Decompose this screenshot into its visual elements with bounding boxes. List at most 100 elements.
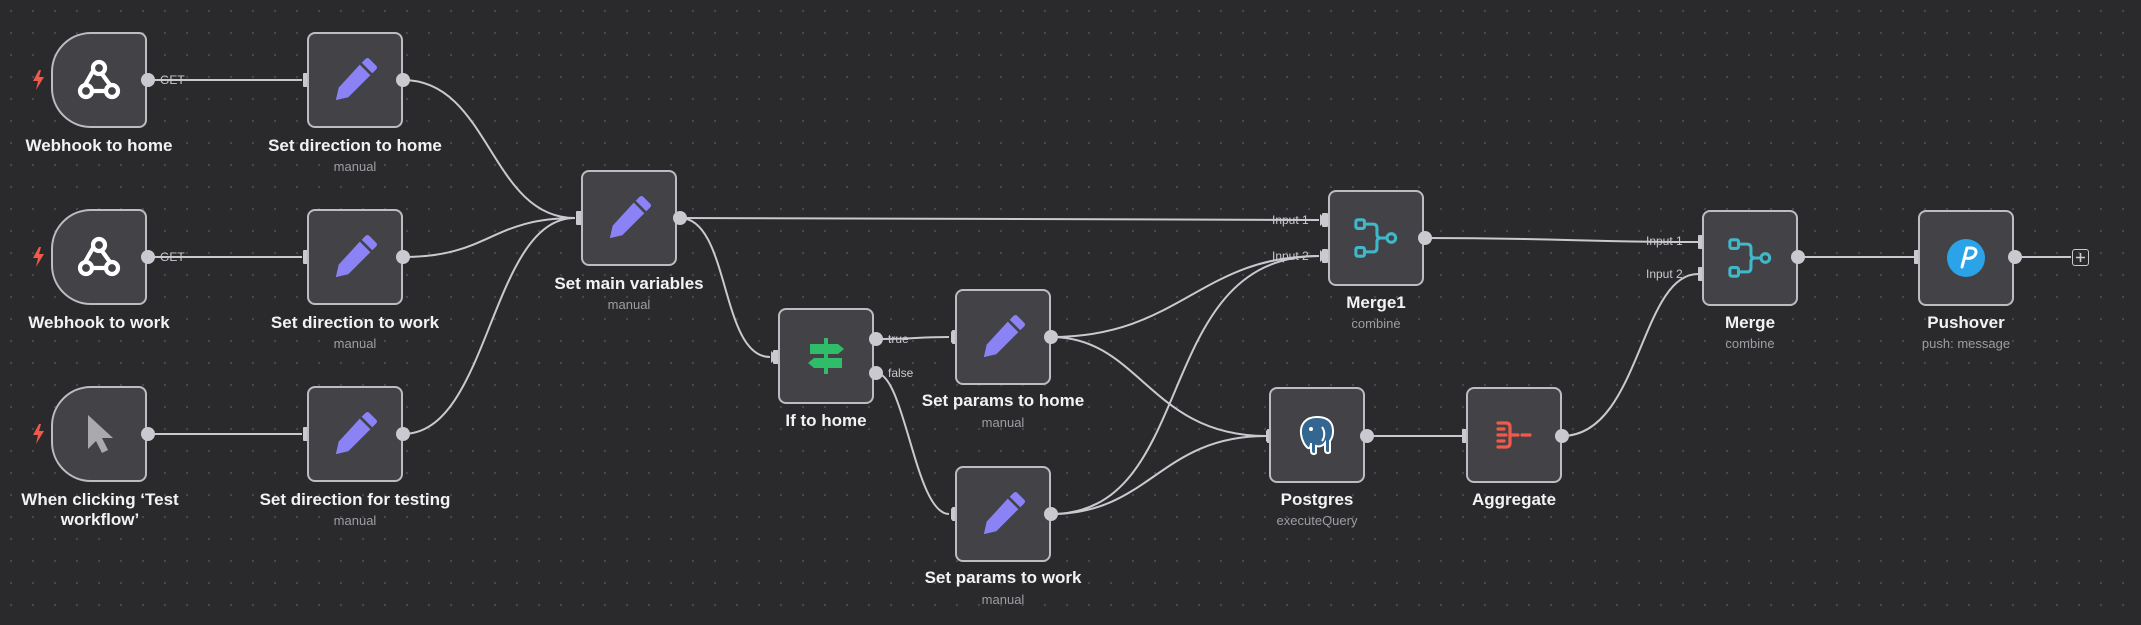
node-title: Set params to home (921, 391, 1085, 410)
node-title: Merge (1724, 313, 1776, 332)
output-label-get: GET (160, 250, 185, 264)
node-title: Set direction to work (270, 313, 440, 332)
node-subtitle: manual (981, 415, 1025, 430)
output-handle[interactable] (396, 73, 410, 87)
aggregate-icon (1496, 421, 1532, 449)
connection-if-false-to-set-params-work[interactable] (875, 372, 950, 515)
input-handle[interactable] (303, 427, 309, 441)
node-subtitle: manual (607, 297, 651, 312)
connection-aggregate-to-merge-input2[interactable] (1561, 273, 1699, 437)
node-if-to-home[interactable] (778, 308, 874, 404)
node-subtitle: manual (333, 513, 377, 528)
input-label-1: Input 1 (1272, 213, 1309, 227)
input-handle[interactable] (1914, 250, 1920, 264)
pencil-icon (335, 234, 378, 278)
cursor-icon (88, 415, 113, 453)
input-handle[interactable] (303, 250, 309, 264)
node-title: Set direction for testing (259, 490, 451, 509)
node-subtitle: combine (1725, 336, 1775, 351)
node-webhook-to-home[interactable] (51, 32, 147, 128)
pencil-icon (983, 314, 1026, 358)
node-set-params-to-work[interactable] (955, 466, 1051, 562)
output-handle[interactable] (1555, 429, 1569, 443)
output-label-true: true (888, 332, 909, 346)
trigger-bolt-icon (33, 70, 44, 90)
connection-if-true-to-set-params-home[interactable] (875, 336, 950, 340)
node-subtitle: manual (333, 336, 377, 351)
input-handle[interactable] (303, 73, 309, 87)
node-set-params-to-home[interactable] (955, 289, 1051, 385)
node-title: Webhook to work (28, 313, 170, 332)
add-node-button[interactable] (2072, 249, 2089, 266)
pencil-icon (983, 491, 1026, 535)
node-title: Set direction to home (268, 136, 442, 155)
connection-set-main-to-if-home[interactable] (679, 217, 771, 358)
connection-set-direction-home-to-set-main[interactable] (402, 79, 576, 219)
input-handle[interactable] (576, 211, 582, 225)
plus-icon (2076, 253, 2085, 262)
merge-icon (1354, 218, 1398, 258)
output-handle[interactable] (1044, 507, 1058, 521)
connection-set-main-to-merge1-input1[interactable] (679, 217, 1320, 221)
output-handle-false[interactable] (869, 366, 883, 380)
postgres-elephant-icon (1299, 415, 1335, 456)
connection-set-direction-work-to-set-main[interactable] (402, 217, 576, 258)
pencil-icon (335, 411, 378, 455)
connection-merge1-to-merge-input1[interactable] (1424, 237, 1699, 243)
input-handle[interactable] (773, 350, 779, 364)
input-handle-1[interactable] (1698, 235, 1704, 249)
connection-set-params-work-to-merge1-input2[interactable] (1050, 255, 1320, 515)
pencil-icon (335, 57, 378, 101)
output-handle[interactable] (1418, 231, 1432, 245)
node-manual-trigger[interactable] (51, 386, 147, 482)
webhook-icon (74, 55, 124, 105)
pushover-icon (1947, 239, 1985, 277)
output-handle[interactable] (2008, 250, 2022, 264)
node-title: Pushover (1927, 313, 2005, 332)
output-handle[interactable] (396, 250, 410, 264)
input-label-1: Input 1 (1646, 234, 1683, 248)
node-set-direction-for-testing[interactable] (307, 386, 403, 482)
node-pushover[interactable] (1918, 210, 2014, 306)
input-handle-2[interactable] (1322, 249, 1328, 263)
node-title: Set main variables (554, 274, 704, 293)
node-title: Aggregate (1471, 490, 1557, 509)
node-aggregate[interactable] (1466, 387, 1562, 483)
connection-set-params-work-to-postgres[interactable] (1050, 435, 1267, 515)
node-subtitle: manual (333, 159, 377, 174)
node-title: When clicking ‘Test workflow’ (21, 490, 179, 529)
node-subtitle: manual (981, 592, 1025, 607)
node-title: Webhook to home (25, 136, 173, 155)
connection-set-params-home-to-merge1-input2[interactable] (1050, 255, 1320, 338)
connection-set-params-home-to-postgres[interactable] (1050, 336, 1267, 437)
input-handle-1[interactable] (1322, 213, 1328, 227)
output-handle[interactable] (141, 427, 155, 441)
output-handle[interactable] (1360, 429, 1374, 443)
input-label-2: Input 2 (1272, 249, 1309, 263)
input-label-2: Input 2 (1646, 267, 1683, 281)
output-handle[interactable] (141, 250, 155, 264)
input-handle-2[interactable] (1698, 267, 1704, 281)
output-handle[interactable] (1791, 250, 1805, 264)
output-label-get: GET (160, 73, 185, 87)
node-webhook-to-work[interactable] (51, 209, 147, 305)
signpost-icon (808, 338, 844, 374)
input-handle[interactable] (1462, 429, 1468, 443)
node-merge1[interactable] (1328, 190, 1424, 286)
merge-icon (1728, 238, 1772, 278)
output-handle[interactable] (673, 211, 687, 225)
pencil-icon (609, 195, 652, 239)
node-set-direction-to-home[interactable] (307, 32, 403, 128)
node-title: Set params to work (924, 568, 1082, 587)
node-set-direction-to-work[interactable] (307, 209, 403, 305)
output-handle[interactable] (396, 427, 410, 441)
output-handle[interactable] (141, 73, 155, 87)
node-set-main-variables[interactable] (581, 170, 677, 266)
output-handle-true[interactable] (869, 332, 883, 346)
node-subtitle: combine (1351, 316, 1401, 331)
output-handle[interactable] (1044, 330, 1058, 344)
connection-set-direction-testing-to-set-main[interactable] (402, 217, 576, 435)
node-postgres[interactable] (1269, 387, 1365, 483)
node-merge[interactable] (1702, 210, 1798, 306)
